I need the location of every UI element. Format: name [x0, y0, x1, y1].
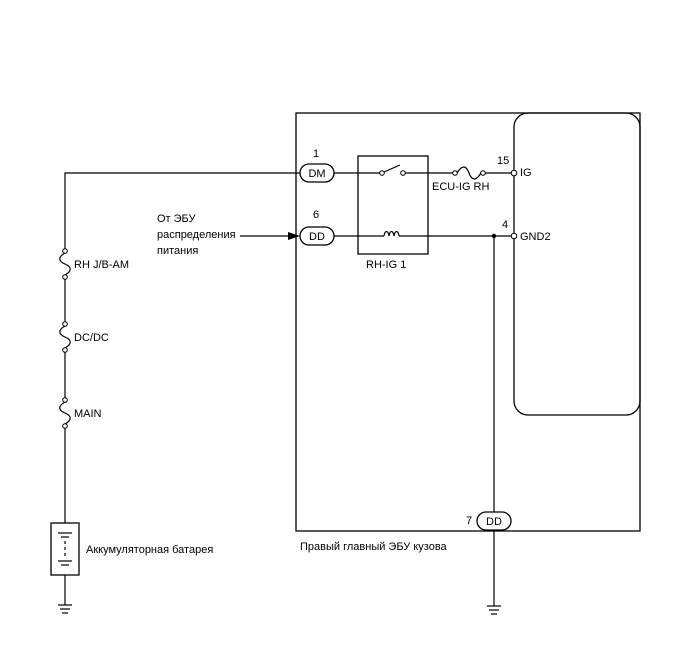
relay-coil-icon: [383, 230, 400, 237]
switch-blade: [383, 164, 401, 173]
fuse-rh-jb-am-label: RH J/B-AM: [74, 259, 129, 271]
fuse-main: MAIN: [59, 397, 102, 429]
source-line-1: От ЭБУ: [157, 213, 197, 225]
fuse-dc-dc-label: DC/DC: [74, 332, 109, 344]
connector-dd-top: DD 6: [299, 209, 335, 246]
connector-dm-pin: 1: [313, 148, 319, 160]
battery-icon: [50, 522, 80, 576]
ground-icon-right: [487, 605, 501, 615]
connector-dd-bottom-pin: 7: [466, 515, 472, 527]
relay-box: [357, 155, 429, 255]
relay-label: RH-IG 1: [366, 259, 406, 271]
connector-dd-top-pin: 6: [313, 209, 319, 221]
fuse-ecu-ig-rh: ECU-IG RH: [432, 166, 490, 193]
switch-contact-right: [400, 170, 406, 176]
battery-label: Аккумуляторная батарея: [86, 544, 213, 556]
fuse-ecu-ig-rh-label: ECU-IG RH: [432, 181, 490, 193]
terminal-ig-label: IG: [520, 167, 532, 179]
ground-icon-left: [58, 604, 72, 614]
terminal-gnd2-pin: 4: [502, 219, 508, 231]
ecu-caption: Правый главный ЭБУ кузова: [300, 541, 448, 553]
connector-dd-bottom-code: DD: [486, 516, 502, 528]
ecu-outer-box: [295, 112, 641, 532]
source-label: От ЭБУ распределения питания: [157, 213, 236, 257]
fuse-main-label: MAIN: [74, 408, 102, 420]
source-line-2: распределения: [157, 229, 236, 241]
fuse-dc-dc: DC/DC: [59, 321, 109, 353]
connector-dd-bottom: DD 7: [466, 511, 512, 531]
terminal-gnd2-label: GND2: [520, 231, 551, 243]
connector-dm: DM 1: [299, 148, 335, 183]
source-line-3: питания: [157, 245, 198, 257]
connector-dm-code: DM: [308, 168, 325, 180]
main-feed-wire: [64, 172, 300, 605]
terminal-gnd2-dot: [510, 232, 518, 240]
switch-contact-left: [379, 170, 385, 176]
connector-dd-top-code: DD: [309, 231, 325, 243]
terminal-ig-dot: [510, 169, 518, 177]
fuse-rh-jb-am: RH J/B-AM: [59, 248, 129, 280]
source-arrow-head: [288, 232, 300, 240]
ecu-internal-block: [513, 112, 641, 416]
terminal-ig-pin: 15: [497, 155, 509, 167]
